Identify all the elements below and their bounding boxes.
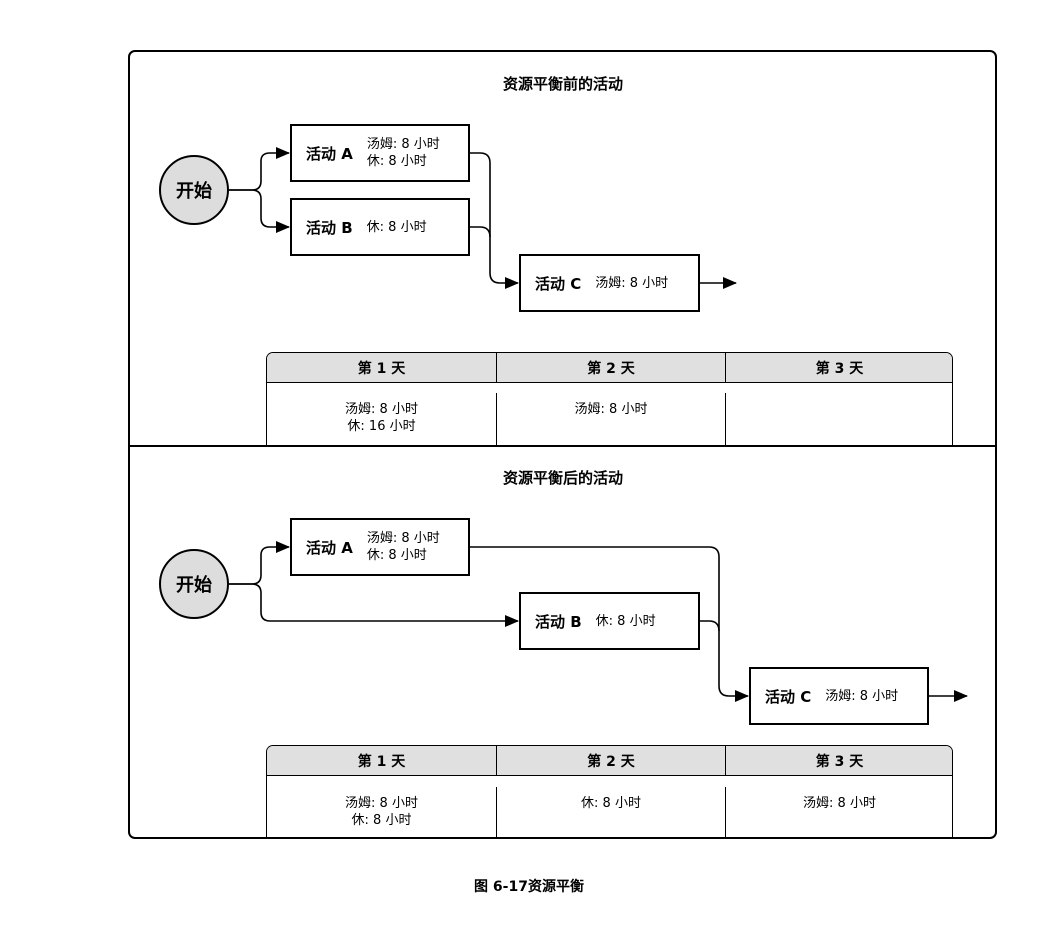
resource-line: 汤姆: 8 小时 xyxy=(825,688,899,704)
activity-resources: 汤姆: 8 小时 xyxy=(825,688,898,705)
day-header: 第 1 天 xyxy=(267,353,496,383)
resource-line: 汤姆: 8 小时 xyxy=(595,275,669,291)
resource-line: 休: 8 小时 xyxy=(366,154,427,169)
activity-name: 活动 B xyxy=(535,612,582,631)
day-cell: 汤姆: 8 小时 休: 8 小时 xyxy=(267,787,496,840)
activity-a-before: 活动 A 汤姆: 8 小时 休: 8 小时 xyxy=(290,124,470,182)
after-section-title: 资源平衡后的活动 xyxy=(502,469,623,487)
day-cell xyxy=(725,393,952,445)
day-header: 第 1 天 xyxy=(267,746,496,776)
resource-line: 汤姆: 8 小时 xyxy=(366,531,440,546)
day-cell: 汤姆: 8 小时 xyxy=(496,393,725,445)
activity-resources: 休: 8 小时 xyxy=(596,613,656,630)
activity-name: 活动 B xyxy=(306,218,353,237)
activity-name: 活动 C xyxy=(765,687,812,706)
activity-name: 活动 A xyxy=(306,144,353,163)
activity-resources: 汤姆: 8 小时 休: 8 小时 xyxy=(367,136,440,170)
activity-c-after: 活动 C 汤姆: 8 小时 xyxy=(749,667,929,725)
day-header: 第 3 天 xyxy=(725,353,952,383)
arrow-start-to-a-before xyxy=(229,147,290,191)
arrow-b-to-c-after xyxy=(700,620,720,632)
arrow-a-to-c-before xyxy=(470,152,519,289)
resource-line: 休: 8 小时 xyxy=(595,613,656,629)
schedule-table-after: 第 1 天 第 2 天 第 3 天 汤姆: 8 小时 休: 8 小时 休: 8 … xyxy=(266,745,953,839)
activity-b-before: 活动 B 休: 8 小时 xyxy=(290,198,470,256)
day-cell: 汤姆: 8 小时 休: 16 小时 xyxy=(267,393,496,445)
schedule-table-before: 第 1 天 第 2 天 第 3 天 汤姆: 8 小时 休: 16 小时 汤姆: … xyxy=(266,352,953,445)
cell-line: 休: 8 小时 xyxy=(351,812,412,828)
day-cell: 汤姆: 8 小时 xyxy=(725,786,952,839)
activity-name: 活动 A xyxy=(306,538,353,557)
cell-line: 汤姆: 8 小时 xyxy=(574,402,648,417)
arrow-start-to-b-before xyxy=(229,189,290,233)
resource-line: 休: 8 小时 xyxy=(366,548,427,563)
day-cell: 休: 8 小时 xyxy=(496,786,725,839)
figure-caption: 图 6-17资源平衡 xyxy=(474,879,584,895)
cell-line: 汤姆: 8 小时 xyxy=(345,402,418,417)
start-node-after: 开始 xyxy=(159,549,229,619)
start-node-before: 开始 xyxy=(159,155,229,225)
before-section-title: 资源平衡前的活动 xyxy=(502,75,623,93)
activity-resources: 汤姆: 8 小时 休: 8 小时 xyxy=(367,530,440,564)
activity-b-after: 活动 B 休: 8 小时 xyxy=(519,592,700,650)
arrow-a-to-c-after xyxy=(470,546,749,702)
activity-a-after: 活动 A 汤姆: 8 小时 休: 8 小时 xyxy=(290,518,470,576)
section-divider xyxy=(128,445,997,447)
resource-line: 休: 8 小时 xyxy=(366,219,427,235)
diagram-frame xyxy=(128,50,997,839)
day-header: 第 3 天 xyxy=(725,746,952,776)
activity-resources: 汤姆: 8 小时 xyxy=(595,275,668,292)
arrow-start-to-b-after xyxy=(229,583,519,627)
day-header: 第 2 天 xyxy=(496,353,725,383)
cell-line: 休: 16 小时 xyxy=(347,419,416,434)
cell-line: 休: 8 小时 xyxy=(581,795,641,811)
arrow-start-to-a-after xyxy=(229,541,290,585)
day-header: 第 2 天 xyxy=(496,746,725,776)
cell-line: 汤姆: 8 小时 xyxy=(345,795,418,811)
cell-line: 汤姆: 8 小时 xyxy=(803,795,876,811)
activity-name: 活动 C xyxy=(535,274,582,293)
activity-c-before: 活动 C 汤姆: 8 小时 xyxy=(519,254,700,312)
resource-line: 汤姆: 8 小时 xyxy=(366,137,440,152)
activity-resources: 休: 8 小时 xyxy=(367,219,427,236)
arrow-b-to-c-before xyxy=(470,226,491,238)
